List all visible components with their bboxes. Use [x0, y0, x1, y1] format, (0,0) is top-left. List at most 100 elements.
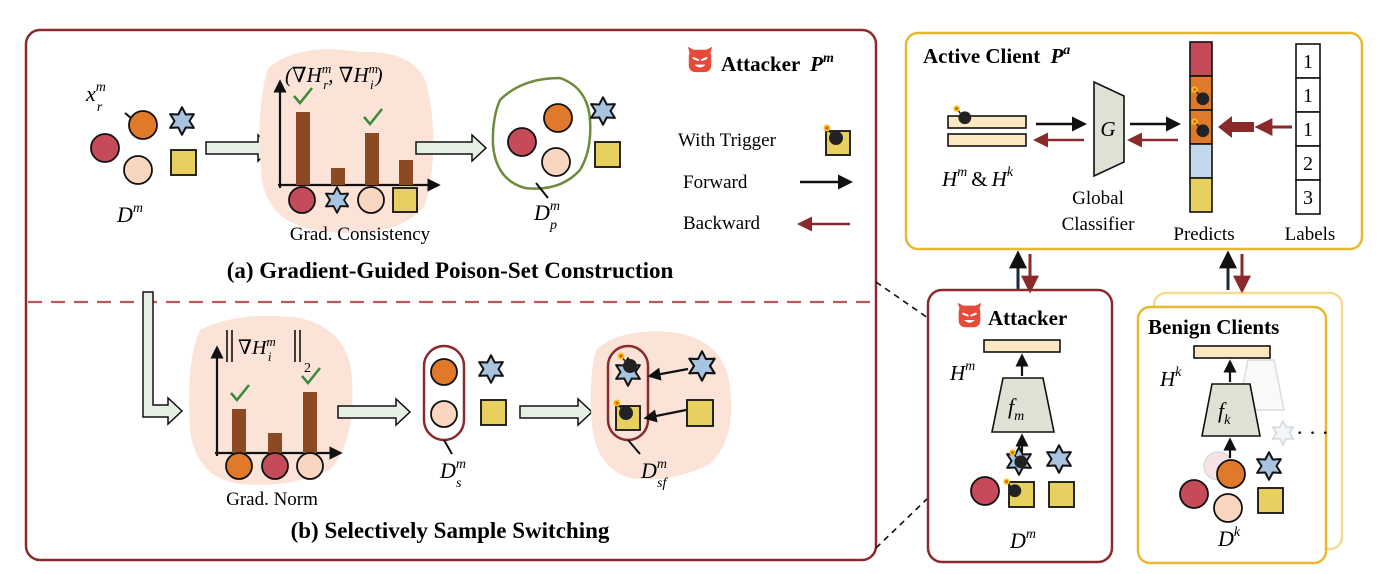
star-icon: [1046, 444, 1072, 474]
hollow-arrow-a2: [415, 133, 488, 163]
label-value: 1: [1303, 119, 1313, 141]
crimson-circle: [1179, 479, 1209, 509]
label-cell: [1295, 43, 1321, 79]
orange-circle: [225, 452, 253, 480]
local-model-block: [991, 377, 1055, 433]
peach-circle: [123, 155, 153, 185]
global-classifier-block: [1093, 80, 1125, 178]
check-icon: [230, 384, 250, 402]
attacker-d-sup: m: [1026, 527, 1036, 542]
benign-h-sup: k: [1175, 365, 1182, 380]
legend-backward-label: Backward: [683, 213, 761, 234]
switch-arrow: [643, 408, 687, 423]
grad-a-bar-1: [296, 112, 310, 185]
svg-text:Hm&Hk: Hm&Hk: [941, 165, 1014, 191]
attacker-f-sub: m: [1014, 409, 1024, 424]
x-label: x: [85, 81, 96, 106]
legend-trigger-label: With Trigger: [678, 130, 777, 151]
predict-cell: [1189, 41, 1213, 77]
svg-text:fk: fk: [1218, 398, 1231, 428]
orange-circle: [543, 103, 573, 133]
grad-formula-sup1: m: [322, 61, 331, 76]
label-value: 3: [1303, 187, 1313, 209]
left-panel-border: [24, 28, 878, 562]
yellow-square: [480, 399, 507, 426]
svg-text:Dmp: Dmp: [533, 199, 560, 233]
ds-pointer: [443, 439, 453, 455]
svg-text:(∇Hmr, ∇Hmi): (∇Hmr, ∇Hmi): [285, 61, 383, 92]
svg-text:Attacker Pm: Attacker Pm: [721, 51, 834, 76]
crimson-circle: [288, 186, 316, 214]
embedding-bar: [947, 133, 1027, 147]
h-amp: &: [971, 167, 987, 191]
dm-label: D: [116, 202, 133, 227]
section-b-title: (b) Selectively Sample Switching: [291, 518, 610, 543]
grad-a-bar-3: [365, 133, 379, 185]
connector-line: [875, 281, 929, 319]
benign-ellipsis: · · ·: [1296, 420, 1329, 445]
svg-text:Dms: Dms: [439, 457, 466, 491]
predicts-label: Predicts: [1173, 224, 1234, 245]
norm-formula-index: 2: [304, 361, 311, 376]
local-model-block: [1201, 383, 1261, 437]
legend-forward-label: Forward: [683, 172, 748, 193]
label-value: 1: [1303, 85, 1313, 107]
attacker-symbol: P: [809, 52, 823, 76]
ds-label-sup: m: [456, 457, 466, 472]
dsf-label-sub: sf: [657, 476, 668, 491]
label-cell: [1295, 77, 1321, 113]
switch-arrow: [647, 367, 689, 381]
peach-circle: [1213, 493, 1243, 523]
ds-label: D: [439, 458, 456, 483]
dp-label: D: [533, 200, 550, 225]
label-value: 2: [1303, 153, 1313, 175]
attacker-f-label: f: [1008, 394, 1017, 419]
hollow-arrow-down: [142, 291, 184, 426]
grad-formula-sup2: m: [369, 61, 378, 76]
svg-text:Dm: Dm: [1009, 527, 1036, 553]
attacker-title: Attacker: [721, 52, 800, 76]
grad-a-bar-2: [331, 168, 345, 185]
dp-pointer: [535, 182, 549, 199]
crimson-circle: [90, 133, 120, 163]
attacker-superscript: m: [823, 51, 834, 66]
hm-label: H: [941, 167, 959, 191]
dsf-label-sup: m: [657, 457, 667, 472]
active-client-border: [904, 31, 1364, 251]
yellow-square: [594, 141, 621, 168]
grad-b-bar-2: [268, 433, 282, 453]
benign-d-sup: k: [1234, 525, 1241, 540]
hm-label-sup: m: [957, 165, 967, 180]
svg-text:Hk: Hk: [1159, 365, 1182, 391]
yellow-square: [170, 149, 197, 176]
grad-b-bar-1: [232, 409, 246, 453]
embedding-bar: [1193, 345, 1271, 359]
peach-circle: [296, 452, 324, 480]
attacker-client-border: [926, 288, 1114, 564]
attacker-h-sup: m: [965, 359, 975, 374]
ds-label-sub: s: [456, 476, 462, 491]
connector-line: [875, 497, 929, 549]
yellow-square: [392, 187, 418, 213]
yellow-square: [686, 399, 714, 427]
norm-formula-sub: i: [268, 349, 272, 364]
svg-text:fm: fm: [1008, 394, 1024, 424]
loss-arrow: [1218, 116, 1254, 138]
dsf-label: D: [640, 458, 657, 483]
attacker-client-panel: Attacker Hm fm Dm: [926, 288, 1114, 564]
attacker-h-label: H: [949, 361, 967, 385]
svg-text:Active Client Pa: Active Client Pa: [923, 43, 1070, 68]
grad-a-bar-4: [399, 160, 413, 185]
dsf-pointer: [627, 439, 641, 455]
hk-label: H: [991, 167, 1009, 191]
grad-formula-sub2: i: [370, 77, 374, 92]
benign-d-label: D: [1217, 526, 1234, 551]
crimson-circle: [507, 127, 537, 157]
peach-circle: [430, 400, 458, 428]
svg-text:Dm: Dm: [116, 201, 143, 227]
label-value: 1: [1303, 51, 1313, 73]
check-icon: [301, 367, 321, 385]
embedding-bar: [983, 339, 1061, 353]
orange-circle: [430, 358, 458, 386]
